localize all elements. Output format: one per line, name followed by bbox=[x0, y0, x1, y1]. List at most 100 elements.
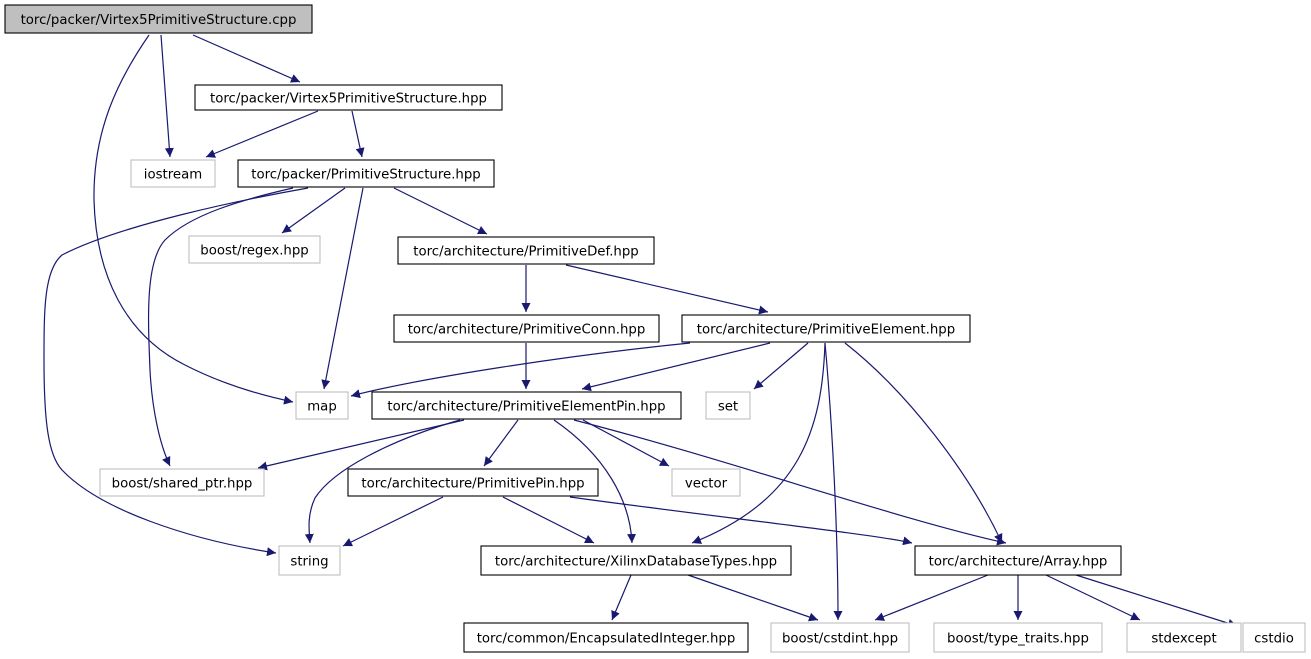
edge-pshpp-to-pdef bbox=[393, 187, 488, 235]
node-string: string bbox=[278, 545, 341, 576]
node-label: torc/architecture/PrimitiveElement.hpp bbox=[697, 323, 955, 338]
edge-pelem-to-xdb bbox=[691, 342, 826, 544]
node-cstdint: boost/cstdint.hpp bbox=[770, 622, 910, 653]
edge-ppin-to-xdb bbox=[502, 496, 595, 544]
node-box bbox=[278, 545, 341, 576]
edge-pepin-to-xdb bbox=[553, 419, 637, 544]
node-pelem[interactable]: torc/architecture/PrimitiveElement.hpp bbox=[681, 314, 971, 343]
edge-xdb-to-encint bbox=[611, 574, 632, 621]
node-box bbox=[681, 314, 971, 343]
edge-pepin-to-string bbox=[304, 419, 461, 544]
node-box bbox=[194, 84, 503, 111]
edge-array-to-cstdint bbox=[874, 574, 989, 621]
edge-pepin-to-sharedptr bbox=[257, 419, 465, 471]
node-box bbox=[770, 622, 910, 653]
node-box bbox=[393, 314, 660, 343]
node-stdexcept: stdexcept bbox=[1126, 622, 1242, 653]
node-pepin[interactable]: torc/architecture/PrimitiveElementPin.hp… bbox=[371, 391, 682, 420]
edge-v5hpp-to-pshpp bbox=[351, 110, 365, 158]
node-v5hpp[interactable]: torc/packer/Virtex5PrimitiveStructure.hp… bbox=[194, 84, 503, 111]
edge-pdef-to-pelem bbox=[565, 264, 769, 315]
edge-pepin-to-vector bbox=[582, 419, 670, 467]
node-label: boost/type_traits.hpp bbox=[947, 632, 1089, 647]
node-pshpp[interactable]: torc/packer/PrimitiveStructure.hpp bbox=[237, 159, 495, 188]
edge-array-to-cstdio bbox=[1075, 574, 1238, 628]
node-typetraits: boost/type_traits.hpp bbox=[933, 622, 1103, 653]
edge-cpp-to-map bbox=[93, 34, 294, 405]
node-box bbox=[99, 468, 265, 497]
node-set: set bbox=[705, 391, 751, 420]
nodes-layer: torc/packer/Virtex5PrimitiveStructure.cp… bbox=[4, 4, 1306, 653]
edge-pelem-to-array bbox=[844, 342, 1003, 544]
node-box bbox=[1242, 622, 1306, 653]
edge-array-to-stdexcept bbox=[1045, 574, 1141, 621]
node-label: torc/architecture/PrimitiveConn.hpp bbox=[408, 323, 646, 338]
edge-ppin-to-array bbox=[569, 496, 913, 546]
node-label: string bbox=[290, 555, 328, 570]
edge-pshpp-to-string bbox=[43, 187, 309, 557]
node-box bbox=[295, 391, 349, 420]
node-label: boost/shared_ptr.hpp bbox=[112, 477, 253, 492]
node-xdb[interactable]: torc/architecture/XilinxDatabaseTypes.hp… bbox=[480, 545, 792, 576]
edge-pshpp-to-sharedptr bbox=[147, 187, 294, 467]
node-box bbox=[933, 622, 1103, 653]
node-cstdio: cstdio bbox=[1242, 622, 1306, 653]
node-label: boost/cstdint.hpp bbox=[782, 632, 898, 647]
node-box bbox=[1126, 622, 1242, 653]
node-box bbox=[4, 4, 313, 34]
node-ppin[interactable]: torc/architecture/PrimitivePin.hpp bbox=[347, 468, 599, 497]
node-box bbox=[480, 545, 792, 576]
node-label: boost/regex.hpp bbox=[200, 244, 308, 259]
edges-layer bbox=[43, 34, 1238, 628]
node-label: vector bbox=[685, 477, 728, 492]
node-box bbox=[397, 236, 655, 265]
node-box bbox=[914, 545, 1122, 576]
node-label: torc/architecture/PrimitivePin.hpp bbox=[361, 477, 584, 492]
edge-pelem-to-map bbox=[350, 342, 691, 399]
node-sharedptr: boost/shared_ptr.hpp bbox=[99, 468, 265, 497]
node-label: cstdio bbox=[1254, 632, 1294, 647]
node-label: torc/architecture/PrimitiveDef.hpp bbox=[413, 245, 638, 260]
node-box bbox=[705, 391, 751, 420]
node-box bbox=[671, 468, 741, 497]
edge-pelem-to-cstdint bbox=[824, 342, 843, 621]
node-label: torc/packer/Virtex5PrimitiveStructure.cp… bbox=[21, 13, 297, 28]
node-box bbox=[130, 159, 216, 188]
node-encint[interactable]: torc/common/EncapsulatedInteger.hpp bbox=[463, 622, 749, 653]
node-vector: vector bbox=[671, 468, 741, 497]
node-label: torc/architecture/Array.hpp bbox=[929, 555, 1108, 570]
edge-cpp-to-v5hpp bbox=[192, 34, 301, 83]
node-label: torc/architecture/XilinxDatabaseTypes.hp… bbox=[495, 555, 777, 570]
edge-pshpp-to-map bbox=[321, 187, 364, 390]
node-pconn[interactable]: torc/architecture/PrimitiveConn.hpp bbox=[393, 314, 660, 343]
node-box bbox=[463, 622, 749, 653]
edge-pepin-to-array bbox=[573, 419, 1007, 546]
node-label: iostream bbox=[144, 168, 202, 183]
edge-v5hpp-to-iostream bbox=[205, 110, 319, 158]
node-box bbox=[371, 391, 682, 420]
edge-cpp-to-iostream bbox=[160, 34, 174, 158]
node-box bbox=[347, 468, 599, 497]
edge-pelem-to-set bbox=[753, 342, 809, 390]
edge-ppin-to-string bbox=[342, 496, 444, 547]
edge-pshpp-to-regex bbox=[281, 187, 346, 234]
node-box bbox=[188, 235, 321, 264]
node-cpp[interactable]: torc/packer/Virtex5PrimitiveStructure.cp… bbox=[4, 4, 313, 34]
edge-pelem-to-pepin bbox=[581, 342, 771, 392]
node-label: map bbox=[307, 400, 337, 415]
node-label: torc/packer/PrimitiveStructure.hpp bbox=[251, 168, 481, 183]
node-label: set bbox=[718, 400, 738, 415]
node-regex: boost/regex.hpp bbox=[188, 235, 321, 264]
node-box bbox=[237, 159, 495, 188]
node-iostream: iostream bbox=[130, 159, 216, 188]
node-label: stdexcept bbox=[1151, 632, 1216, 647]
node-label: torc/packer/Virtex5PrimitiveStructure.hp… bbox=[210, 92, 487, 107]
node-label: torc/common/EncapsulatedInteger.hpp bbox=[477, 632, 736, 647]
node-pdef[interactable]: torc/architecture/PrimitiveDef.hpp bbox=[397, 236, 655, 265]
node-label: torc/architecture/PrimitiveElementPin.hp… bbox=[387, 400, 665, 415]
node-map: map bbox=[295, 391, 349, 420]
edge-xdb-to-cstdint bbox=[687, 574, 819, 622]
node-array[interactable]: torc/architecture/Array.hpp bbox=[914, 545, 1122, 576]
edge-pepin-to-ppin bbox=[483, 419, 519, 467]
